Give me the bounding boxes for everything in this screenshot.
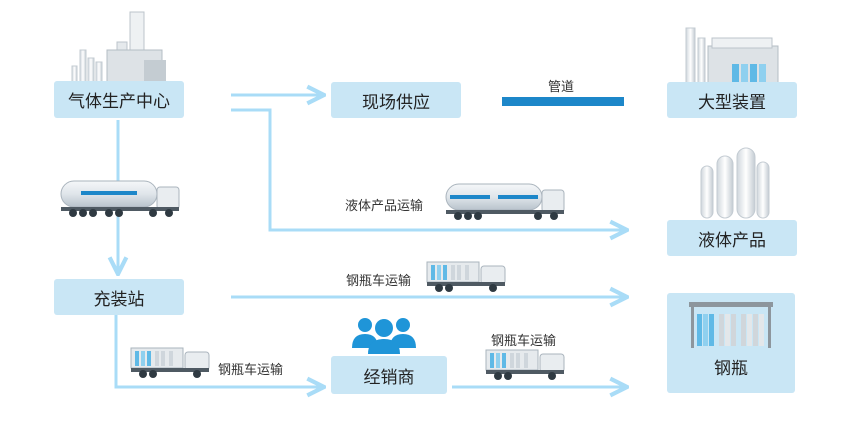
node-onsite-supply: 现场供应 [331, 82, 461, 118]
node-cylinders: 钢瓶 [667, 293, 795, 393]
edge-label-cylinder-transport: 钢瓶车运输 [491, 334, 557, 349]
pipeline-bar [502, 97, 624, 106]
connectors [116, 95, 625, 387]
node-liquid-products: 液体产品 [667, 220, 797, 256]
storage-tanks-icon [700, 147, 770, 219]
tanker-truck-icon [445, 183, 565, 220]
cylinder-truck-icon [426, 261, 506, 292]
node-distributor: 经销商 [331, 356, 447, 394]
cylinder-rack-icon [689, 302, 773, 348]
node-cylinders-label: 钢瓶 [714, 359, 748, 379]
node-large-plant: 大型装置 [667, 82, 797, 118]
cylinder-truck-icon [130, 347, 210, 378]
cylinder-truck-icon [485, 349, 565, 380]
edge-label-cylinder-transport: 钢瓶车运输 [218, 363, 284, 378]
arrow-center-to-liquid [231, 108, 625, 230]
people-icon [352, 318, 416, 354]
arrow-filling-to-distributor [114, 315, 322, 387]
edge-label-pipeline: 管道 [548, 80, 575, 95]
edge-label-liquid-transport: 液体产品运输 [345, 199, 424, 214]
node-filling-station: 充装站 [54, 279, 184, 315]
tanker-truck-icon [60, 180, 180, 217]
factory-icon [71, 11, 166, 83]
large-plant-icon [685, 27, 779, 87]
node-gas-center: 气体生产中心 [54, 81, 184, 118]
edge-label-cylinder-transport: 钢瓶车运输 [346, 274, 412, 289]
